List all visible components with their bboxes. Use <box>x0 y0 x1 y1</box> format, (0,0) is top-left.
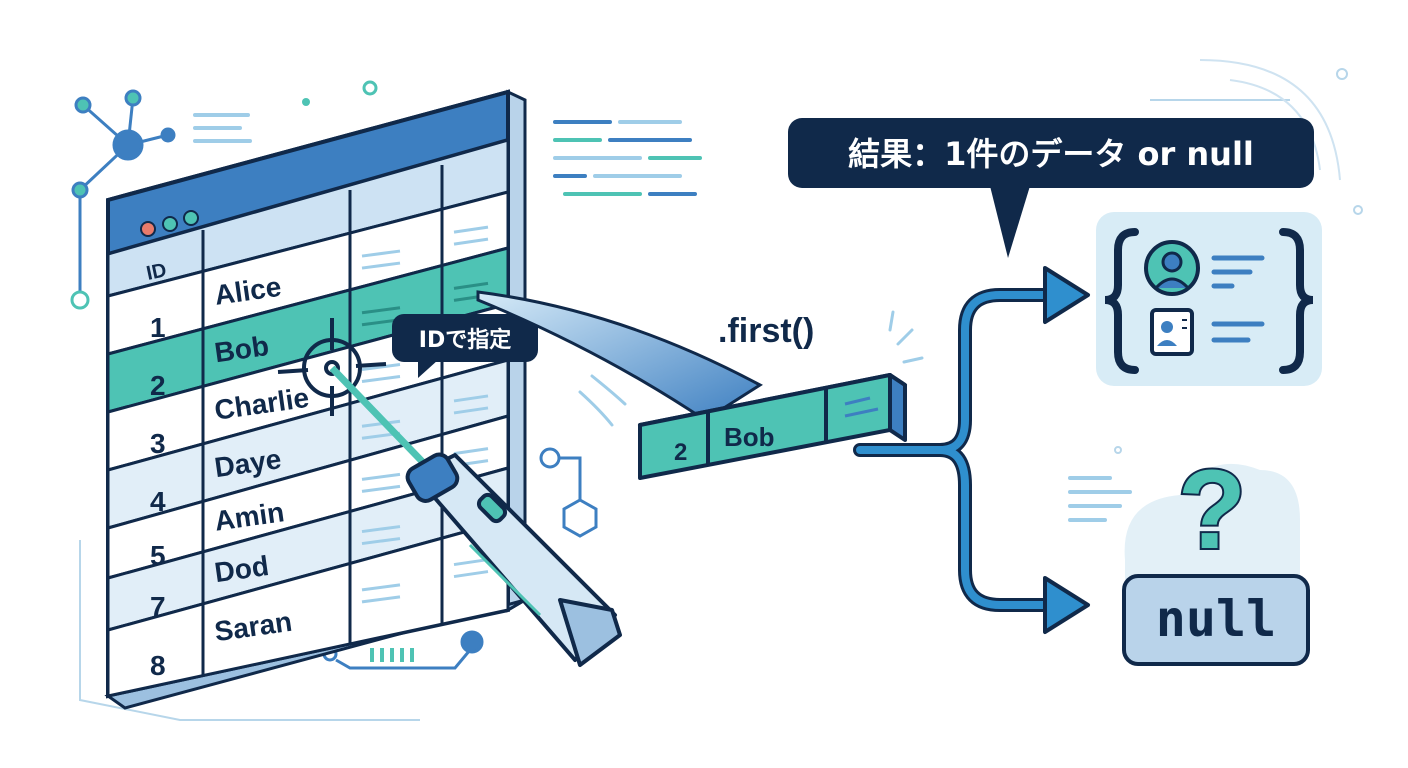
question-mark-icon: ? <box>1178 447 1246 572</box>
table-row <box>106 518 510 698</box>
row-name-cell: Dod <box>213 550 271 588</box>
branch-arrow-fill <box>856 291 1062 609</box>
network-node-icon <box>70 80 378 310</box>
decorative-dashes <box>193 113 1132 522</box>
row-id-cell: 4 <box>150 486 166 517</box>
null-label: null <box>1156 590 1276 648</box>
cell-placeholder-line <box>361 583 401 592</box>
null-box: null <box>1122 574 1310 666</box>
dot-decoration <box>1114 68 1363 454</box>
cell-placeholder-line <box>453 237 489 246</box>
cell-placeholder-line <box>361 525 401 534</box>
cell-placeholder-line <box>453 558 489 567</box>
cell-placeholder-line <box>361 363 401 372</box>
row-id-cell: 3 <box>150 428 166 459</box>
cell-placeholder-line <box>361 261 401 270</box>
hexagon-icon <box>539 447 598 538</box>
cell-placeholder-line <box>361 484 401 493</box>
record-id: 2 <box>674 439 687 466</box>
result-bubble-text: 結果：1件のデータ or null <box>848 135 1254 173</box>
arrow-head-bottom <box>1043 576 1090 634</box>
result-bubble: 結果：1件のデータ or null <box>788 118 1314 258</box>
laser-pointer-icon <box>405 452 622 667</box>
decorative-lines <box>79 59 1341 721</box>
id-card-icon <box>1150 308 1194 356</box>
cell-placeholder-line <box>361 472 401 481</box>
record-name: Bob <box>724 422 775 452</box>
arrow-head-top <box>1043 266 1090 324</box>
cell-placeholder-line <box>453 570 489 579</box>
cell-placeholder-line <box>361 595 401 604</box>
row-id-cell: 8 <box>150 650 166 681</box>
cell-placeholder-line <box>453 281 489 290</box>
cell-placeholder-line <box>453 394 489 403</box>
cell-placeholder-line <box>361 249 401 258</box>
flow-beam <box>476 290 763 422</box>
cell-placeholder-line <box>453 406 489 415</box>
cell-placeholder-line <box>453 225 489 234</box>
cell-placeholder-line <box>361 375 401 384</box>
row-name-cell: Bob <box>213 330 271 368</box>
user-avatar-icon <box>1144 240 1200 296</box>
null-cloud <box>1124 463 1300 580</box>
method-label: .first() <box>718 312 814 350</box>
selected-record <box>638 373 907 480</box>
motion-lines <box>578 310 924 427</box>
row-id-cell: 2 <box>150 370 166 401</box>
cell-placeholder-line <box>361 306 401 315</box>
id-callout-bubble: IDで指定 <box>392 314 538 378</box>
window-controls <box>140 210 199 237</box>
id-callout-text: IDで指定 <box>419 327 511 353</box>
cell-placeholder-line <box>453 447 489 456</box>
cell-placeholder-line <box>361 537 401 546</box>
table-header-id: ID <box>144 259 168 285</box>
object-result-card <box>1096 212 1322 386</box>
row-id-cell: 1 <box>150 312 166 343</box>
